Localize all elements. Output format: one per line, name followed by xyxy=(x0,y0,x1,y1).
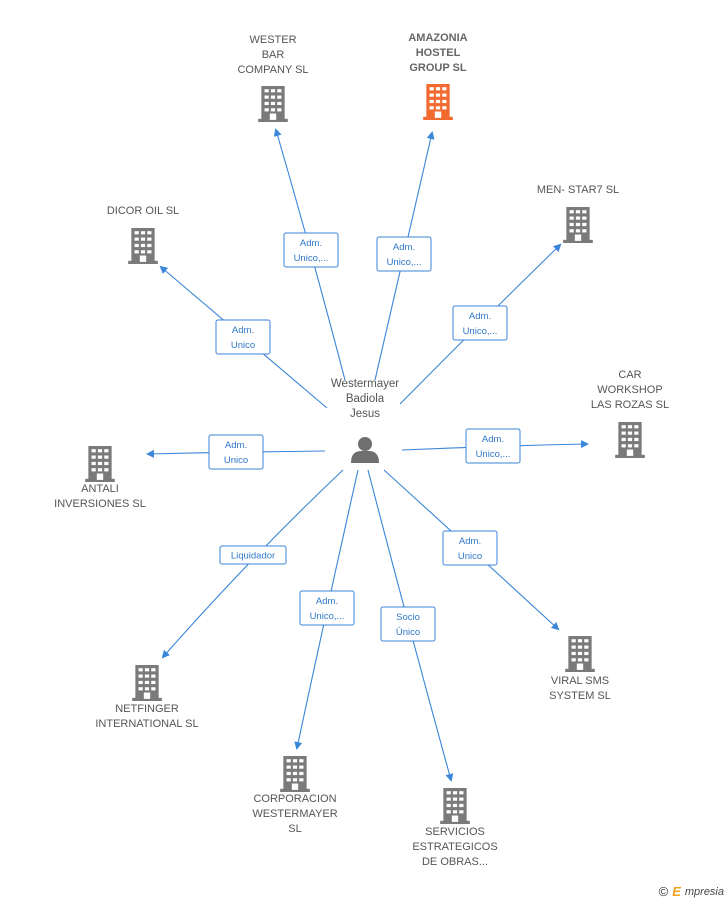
company-name: NETFINGER xyxy=(115,703,179,715)
company-name: WESTERMAYER xyxy=(252,808,337,820)
company-name: LAS ROZAS SL xyxy=(591,399,669,411)
relation-label-text: Adm. xyxy=(300,238,322,249)
company-name: CORPORACION xyxy=(253,793,336,805)
company-name: BAR xyxy=(262,49,285,61)
relation-label-text: Unico,... xyxy=(463,326,498,337)
relation-label-text: Adm. xyxy=(316,596,338,607)
building-icon xyxy=(565,636,595,672)
company-node-menstar[interactable]: MEN- STAR7 SL xyxy=(537,184,619,243)
company-node-viral[interactable]: VIRAL SMS SYSTEM SL xyxy=(549,636,611,702)
company-node-antali[interactable]: ANTALI INVERSIONES SL xyxy=(54,446,146,510)
company-name: AMAZONIA xyxy=(408,32,467,44)
building-icon xyxy=(258,86,288,122)
relation-label-text: Único xyxy=(396,627,420,638)
relation-label-text: Adm. xyxy=(482,434,504,445)
relation-label-box xyxy=(380,606,436,642)
relation-label-antali[interactable]: Adm. Unico xyxy=(208,434,264,470)
person-name: Jesus xyxy=(350,408,380,420)
company-name: INTERNATIONAL SL xyxy=(95,718,198,730)
building-icon xyxy=(128,228,158,264)
relation-label-text: Adm. xyxy=(393,242,415,253)
building-icon xyxy=(615,422,645,458)
relation-label-menstar[interactable]: Adm. Unico,... xyxy=(452,305,508,341)
brand-logo-text: mpresia xyxy=(684,885,724,898)
relation-label-amazonia[interactable]: Adm. Unico,... xyxy=(376,236,432,272)
relation-label-box xyxy=(208,434,264,470)
person-name: Westermayer xyxy=(331,378,399,390)
relation-label-corporacion[interactable]: Adm. Unico,... xyxy=(299,590,355,626)
relation-label-dicor[interactable]: Adm. Unico xyxy=(215,319,271,355)
relation-label-box xyxy=(283,232,339,268)
company-name: VIRAL SMS xyxy=(551,675,609,687)
company-name: SL xyxy=(288,823,301,835)
company-name: SYSTEM SL xyxy=(549,690,611,702)
relation-label-text: Unico xyxy=(458,551,482,562)
relation-label-text: Unico,... xyxy=(387,257,422,268)
company-name: ESTRATEGICOS xyxy=(412,841,497,853)
building-icon xyxy=(563,207,593,243)
relation-label-box xyxy=(452,305,508,341)
company-name: SERVICIOS xyxy=(425,826,485,838)
relation-label-box xyxy=(376,236,432,272)
person-name: Badiola xyxy=(346,393,385,405)
company-node-servicios[interactable]: SERVICIOS ESTRATEGICOS DE OBRAS... xyxy=(412,788,498,868)
relation-label-text: Liquidador xyxy=(231,551,275,562)
relation-label-text: Adm. xyxy=(225,440,247,451)
relation-label-text: Adm. xyxy=(459,536,481,547)
building-icon xyxy=(85,446,115,482)
relation-label-text: Unico xyxy=(231,340,255,351)
relation-label-text: Adm. xyxy=(469,311,491,322)
company-node-amazonia[interactable]: AMAZONIA HOSTEL GROUP SL xyxy=(408,32,468,120)
company-name: COMPANY SL xyxy=(237,64,308,76)
company-name: DICOR OIL SL xyxy=(107,205,179,217)
company-node-corporacion[interactable]: CORPORACION WESTERMAYER SL xyxy=(252,756,338,835)
relation-label-text: Socio xyxy=(396,612,420,623)
copyright-symbol: © xyxy=(658,884,669,899)
company-node-netfinger[interactable]: NETFINGER INTERNATIONAL SL xyxy=(95,665,199,730)
relation-label-box xyxy=(219,545,287,565)
building-icon xyxy=(423,84,453,120)
relation-label-viral[interactable]: Adm. Unico xyxy=(442,530,498,566)
relation-label-box xyxy=(442,530,498,566)
relation-label-text: Unico,... xyxy=(310,611,345,622)
relation-label-carworkshop[interactable]: Adm. Unico,... xyxy=(465,428,521,464)
relation-label-text: Adm. xyxy=(232,325,254,336)
relation-label-text: Unico,... xyxy=(476,449,511,460)
company-name: WESTER xyxy=(249,34,296,46)
company-node-dicor[interactable]: DICOR OIL SL xyxy=(107,205,179,264)
building-icon xyxy=(280,756,310,792)
company-name: CAR xyxy=(618,369,641,381)
company-node-carworkshop[interactable]: CAR WORKSHOP LAS ROZAS SL xyxy=(591,369,669,458)
company-name: GROUP SL xyxy=(409,62,467,74)
company-name: MEN- STAR7 SL xyxy=(537,184,619,196)
relation-label-text: Unico xyxy=(224,455,248,466)
company-name: ANTALI xyxy=(81,483,119,495)
company-name: WORKSHOP xyxy=(597,384,662,396)
relation-label-netfinger[interactable]: Liquidador xyxy=(219,545,287,565)
relation-label-box xyxy=(299,590,355,626)
company-node-wester[interactable]: WESTER BAR COMPANY SL xyxy=(237,34,309,122)
building-icon xyxy=(440,788,470,824)
company-name: HOSTEL xyxy=(416,47,461,59)
relation-label-wester[interactable]: Adm. Unico,... xyxy=(283,232,339,268)
relation-label-box xyxy=(465,428,521,464)
brand-logo-initial: E xyxy=(672,884,681,899)
relation-label-text: Unico,... xyxy=(294,253,329,264)
relation-label-box xyxy=(215,319,271,355)
company-name: INVERSIONES SL xyxy=(54,498,146,510)
building-icon xyxy=(132,665,162,701)
company-name: DE OBRAS... xyxy=(422,856,488,868)
person-icon xyxy=(351,437,379,463)
